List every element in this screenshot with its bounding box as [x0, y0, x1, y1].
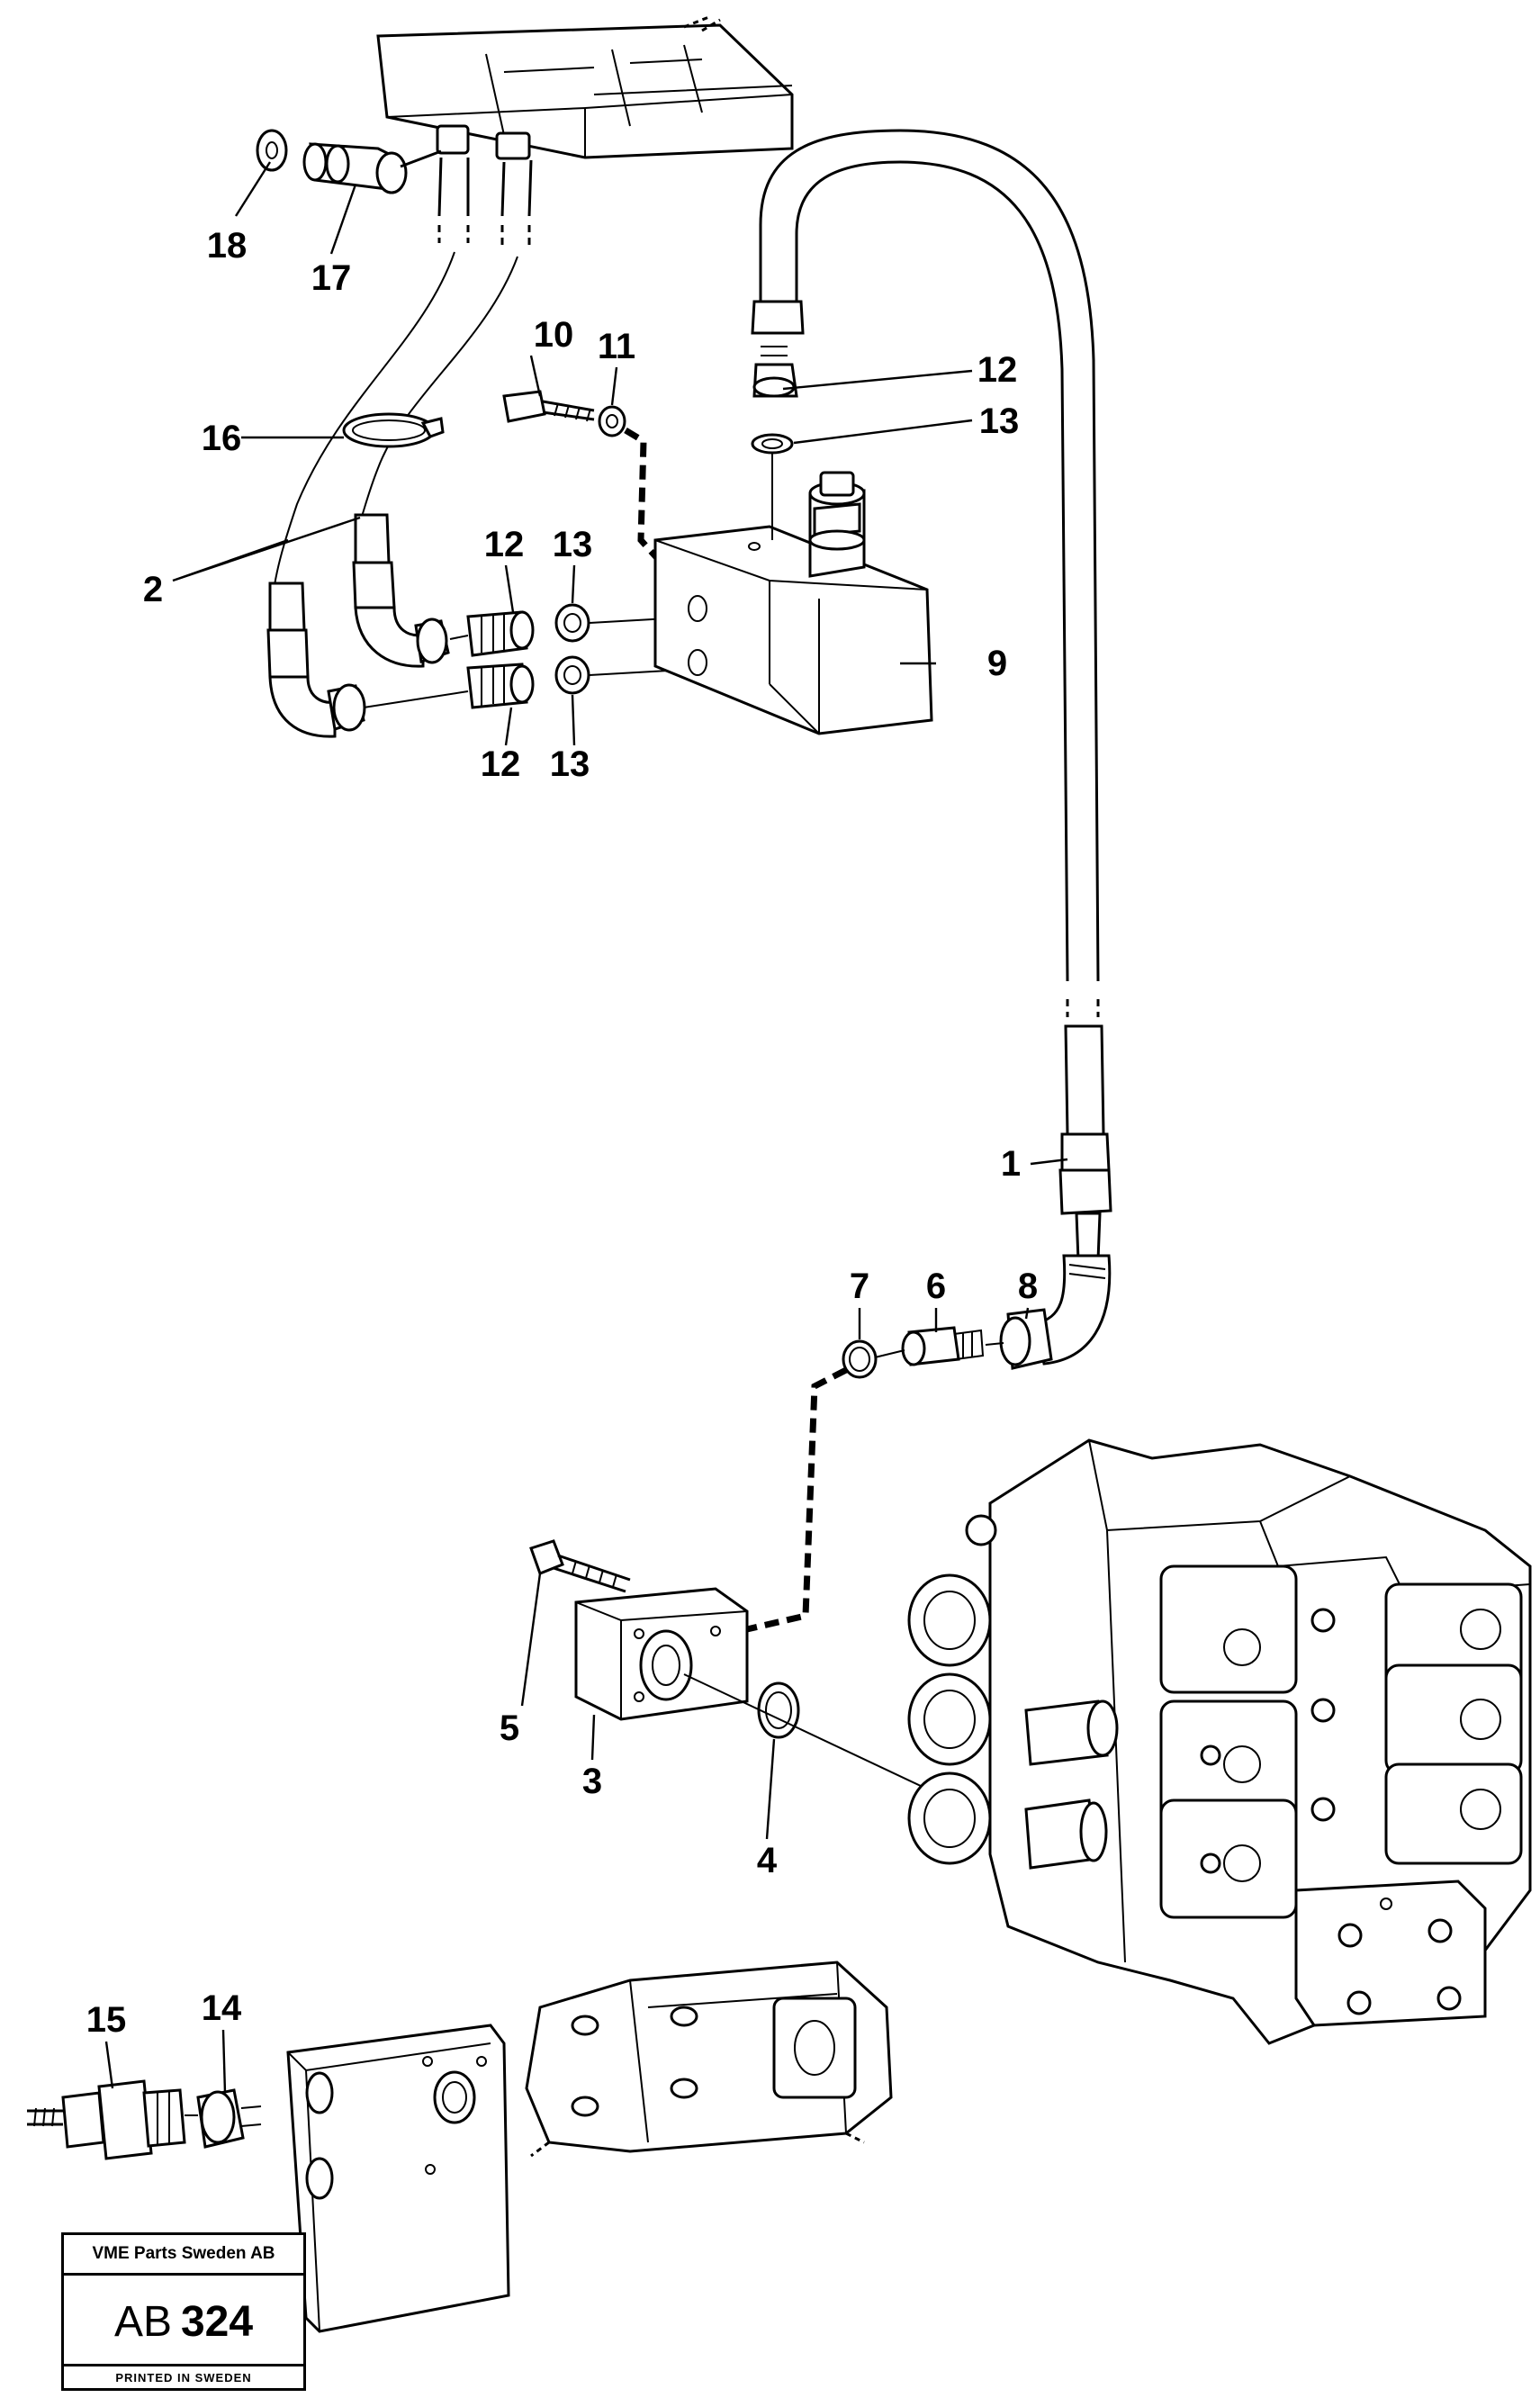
callout-6: 6 — [926, 1267, 946, 1306]
callout-13-lower: 13 — [550, 744, 590, 784]
callout-1: 1 — [1001, 1144, 1021, 1184]
callout-labels: 1 2 3 4 5 6 7 8 9 10 11 12 12 12 13 13 1… — [86, 226, 1038, 2040]
callout-12-lower: 12 — [481, 744, 521, 784]
part-15-pressure-sender — [27, 2079, 186, 2160]
adapter-lines — [874, 1342, 1004, 1358]
callout-3: 3 — [582, 1762, 602, 1801]
part-7-o-ring — [842, 1339, 878, 1379]
part-4-o-ring — [757, 1681, 800, 1739]
hose-to-fitting-lines — [363, 635, 469, 708]
title-block: VME Parts Sweden AB AB 324 PRINTED IN SW… — [61, 2232, 306, 2391]
callout-4: 4 — [757, 1841, 778, 1880]
part-16-hose-clamp — [342, 412, 445, 448]
part-8-elbow — [999, 1254, 1112, 1370]
hydraulic-pump — [525, 1961, 893, 2158]
part-3-adapter-block — [574, 1587, 749, 1721]
callout-10: 10 — [534, 315, 574, 355]
part-6-adapter — [901, 1326, 985, 1366]
part-13-washer-top — [751, 433, 794, 455]
callout-9: 9 — [987, 644, 1007, 683]
adapter-guide-dashed-line — [746, 1366, 848, 1633]
block-alignment-line — [683, 1673, 923, 1788]
main-control-valve — [907, 1438, 1532, 2045]
callout-13-upper: 13 — [553, 525, 593, 564]
part-17-plug — [302, 142, 442, 194]
part-10-bolt — [502, 390, 595, 423]
leader-lines — [104, 161, 1068, 2094]
pump-adapter-block — [286, 2024, 510, 2333]
callout-11: 11 — [598, 327, 635, 366]
control-unit — [376, 14, 794, 160]
callout-17: 17 — [311, 258, 352, 298]
part-18-washer — [256, 129, 288, 172]
upper-hoses — [274, 157, 533, 586]
printed-notice: PRINTED IN SWEDEN — [64, 2364, 303, 2388]
callout-18: 18 — [207, 226, 248, 266]
drawing-code: AB 324 — [64, 2273, 303, 2370]
callout-15: 15 — [86, 2000, 127, 2040]
callout-7: 7 — [850, 1267, 869, 1306]
callout-12-upper: 12 — [484, 525, 525, 564]
part-14-adapter — [196, 2088, 262, 2149]
callout-2: 2 — [143, 570, 163, 609]
part-2-hoses — [266, 513, 450, 738]
callout-14: 14 — [202, 1988, 242, 2028]
part-1-long-hose — [759, 129, 1112, 1262]
part-11-washer — [598, 405, 626, 437]
part-9-solenoid-valve — [653, 471, 933, 735]
callout-16: 16 — [202, 419, 242, 458]
callout-5: 5 — [500, 1708, 519, 1748]
drawing-code-number: 324 — [180, 2297, 254, 2346]
callout-8: 8 — [1018, 1267, 1038, 1306]
drawing-code-prefix: AB — [113, 2297, 172, 2346]
part-5-bolt — [529, 1539, 631, 1593]
part-12-fitting-top — [751, 300, 805, 398]
callout-12-top: 12 — [977, 350, 1018, 390]
part-12-fittings-left — [466, 610, 535, 709]
part-13-washers-left — [554, 603, 590, 695]
company-name: VME Parts Sweden AB — [64, 2235, 303, 2276]
callout-13-top: 13 — [979, 401, 1020, 441]
bolt-guide-dashed-line — [624, 427, 660, 561]
